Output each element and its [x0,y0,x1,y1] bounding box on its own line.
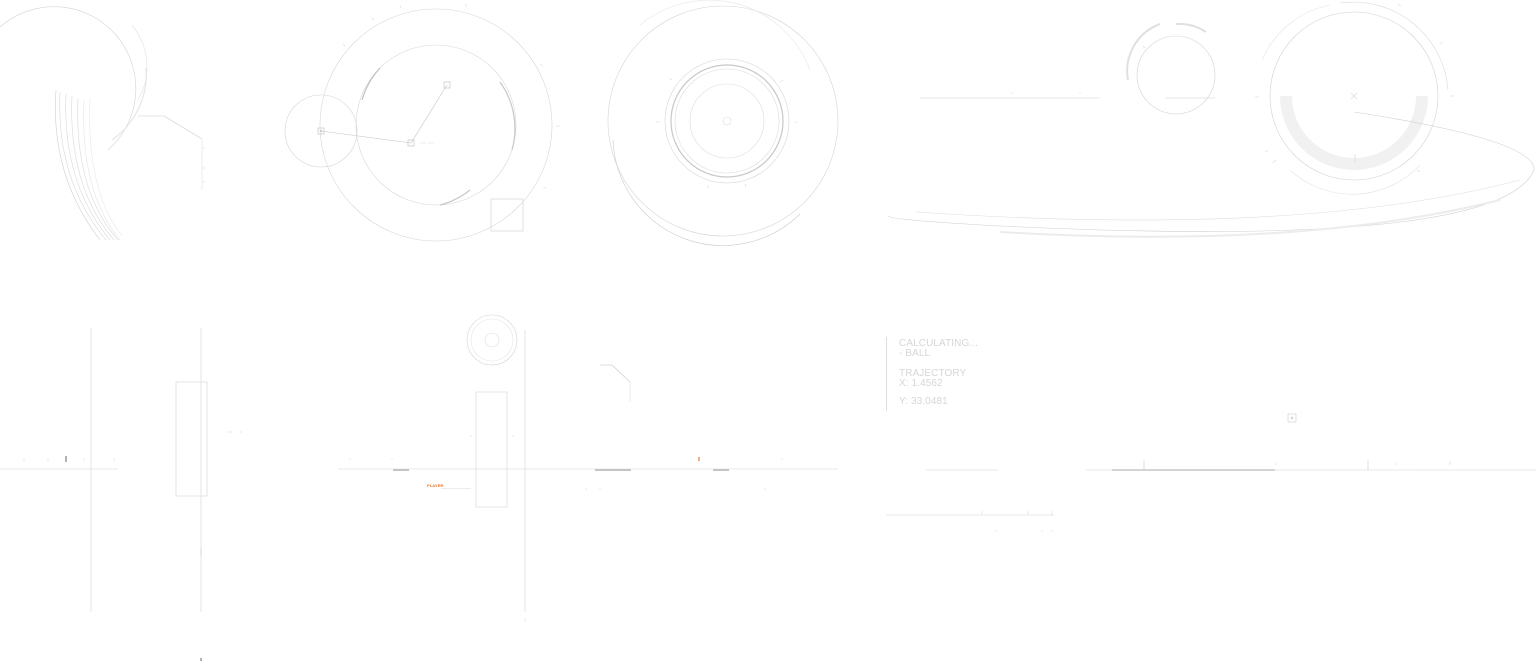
concentric-rings-panel [607,0,839,246]
trajectory-readout: CALCULATING... - BALL TRAJECTORY X: 1.45… [899,339,1059,407]
player-leader-line [441,488,471,489]
readout-y-value: Y: 33.0481 [899,396,948,407]
readout-target: - BALL [899,348,931,359]
compass-ring-panel [284,4,560,242]
arc-gauge-panel [0,6,205,241]
readout-x-value: X: 1.4562 [899,378,943,389]
player-tracker-panel [338,314,838,622]
depth-gauge-panel [0,328,242,661]
readout-trajectory-label: TRAJECTORY [899,368,967,379]
readout-bracket [886,337,891,411]
horizon-radar-panel [887,1,1535,238]
readout-status: CALCULATING... [899,338,979,349]
trajectory-panel [886,413,1536,532]
player-label: PLAYER [427,483,444,488]
